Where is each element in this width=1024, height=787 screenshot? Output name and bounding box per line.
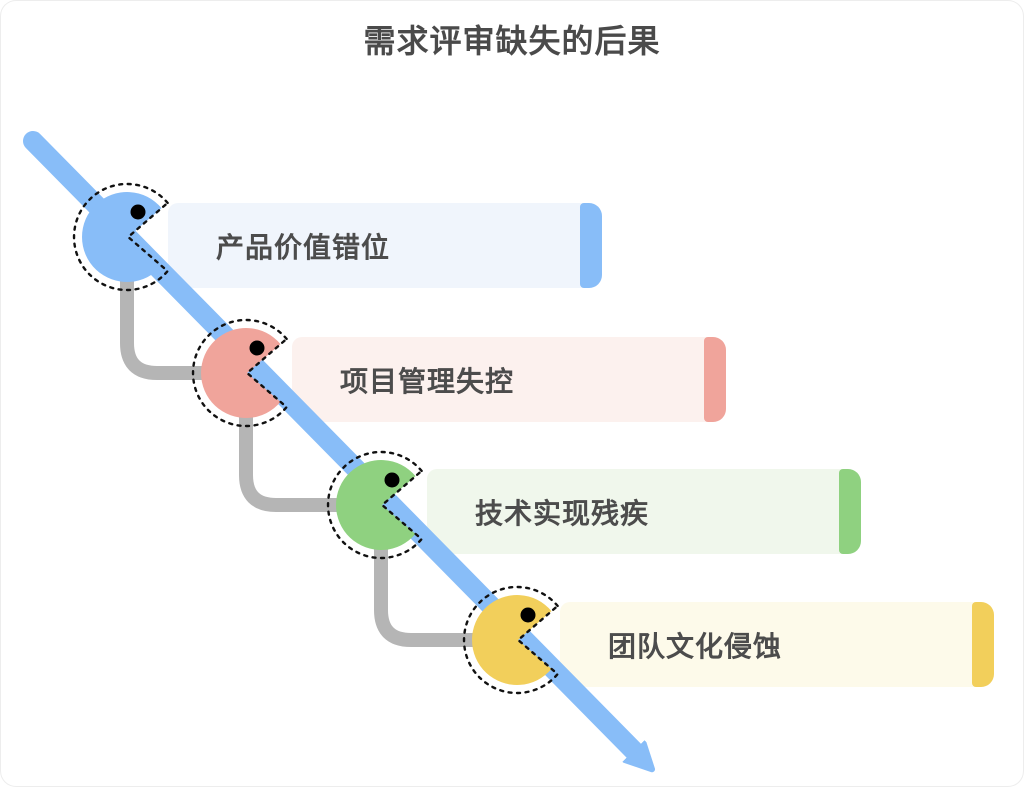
- bar-accent-cap-3: [839, 469, 861, 554]
- bar-accent-cap-4: [972, 602, 994, 687]
- consequence-bar-4: 团队文化侵蚀: [560, 602, 994, 687]
- pacman-body-3: [336, 460, 416, 550]
- consequence-bar-2: 项目管理失控: [292, 337, 726, 422]
- bar-accent-cap-2: [704, 337, 726, 422]
- pacman-eye-4: [520, 607, 536, 623]
- pacman-dashed-outline-1: [72, 182, 170, 292]
- pacman-eye-2: [249, 340, 265, 356]
- bar-label-1: 产品价值错位: [216, 231, 391, 263]
- diagram-title: 需求评审缺失的后果: [363, 23, 661, 59]
- bar-label-2: 项目管理失控: [340, 365, 515, 397]
- pacman-dashed-outline-3: [326, 450, 424, 560]
- pacman-body-2: [201, 328, 281, 418]
- bar-accent-cap-1: [580, 203, 602, 288]
- consequence-bar-3: 技术实现残疾: [427, 469, 861, 554]
- pacman-dashed-outline-4: [462, 585, 560, 695]
- pacman-icon-3: [326, 450, 424, 560]
- pacman-body-4: [472, 595, 552, 685]
- pacman-body-1: [82, 192, 162, 282]
- bar-label-3: 技术实现残疾: [475, 497, 650, 529]
- consequence-bar-1: 产品价值错位: [168, 203, 602, 288]
- pacman-eye-3: [384, 472, 400, 488]
- pacman-icon-2: [191, 318, 289, 428]
- pacman-icon-1: [72, 182, 170, 292]
- pacman-eye-1: [130, 204, 146, 220]
- pacman-dashed-outline-2: [191, 318, 289, 428]
- bar-label-4: 团队文化侵蚀: [608, 630, 783, 662]
- pacman-icon-4: [462, 585, 560, 695]
